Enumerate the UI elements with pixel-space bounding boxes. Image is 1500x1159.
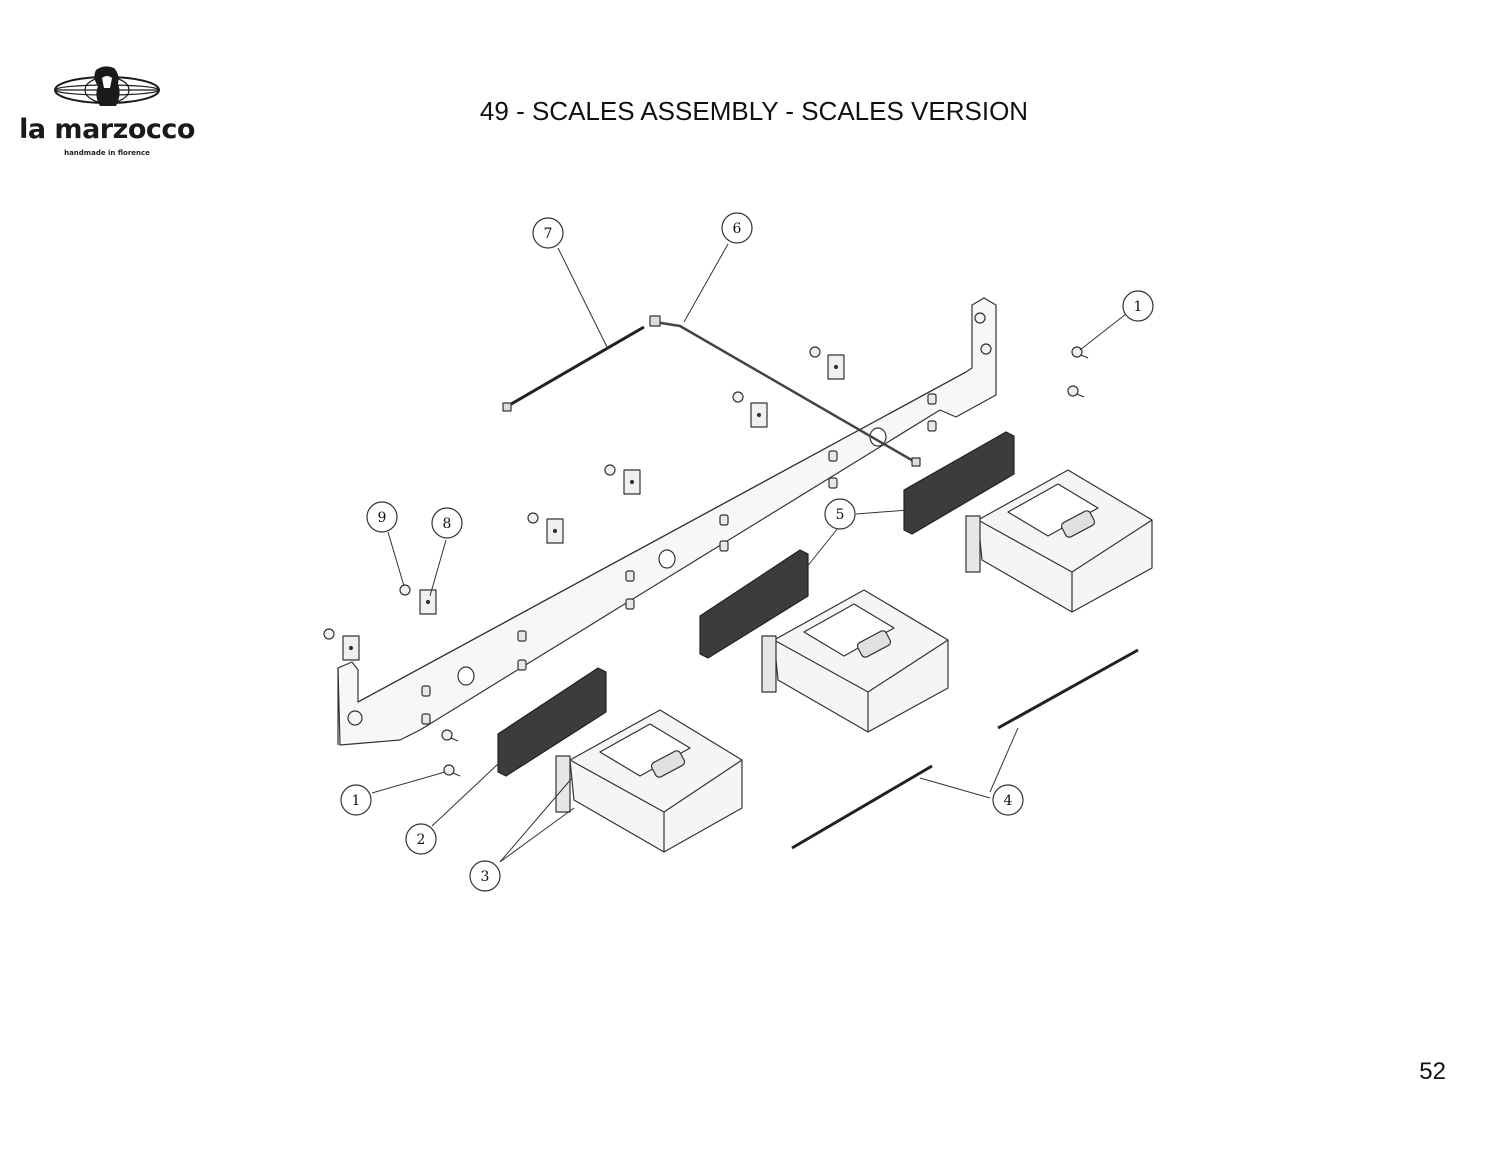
cable-part-6 [649, 315, 921, 467]
svg-text:2: 2 [417, 832, 426, 848]
page-title: 49 - SCALES ASSEMBLY - SCALES VERSION [479, 96, 1029, 126]
callout-6: 6 [721, 212, 753, 244]
svg-text:9: 9 [378, 510, 387, 526]
callout-9: 9 [366, 501, 398, 533]
lion-globe-emblem-icon [54, 66, 160, 106]
svg-text:7: 7 [544, 226, 553, 242]
callout-3: 3 [469, 860, 501, 892]
load-cell-box-rear [965, 469, 1153, 613]
callout-1a: 1 [1122, 290, 1154, 322]
callout-1b: 1 [340, 784, 372, 816]
leader-lines [371, 243, 1127, 863]
callout-4: 4 [992, 784, 1024, 816]
callout-7: 7 [532, 217, 564, 249]
svg-text:3: 3 [481, 869, 490, 885]
load-cell-box-front [555, 709, 743, 853]
scale-support-bracket [337, 297, 997, 746]
callout-8: 8 [431, 507, 463, 539]
svg-text:4: 4 [1004, 793, 1013, 809]
callout-5: 5 [824, 498, 856, 530]
logo-wordmark: la marzocco [19, 114, 195, 145]
rods-part-4 [791, 648, 1139, 850]
callout-2: 2 [405, 823, 437, 855]
svg-text:1: 1 [1134, 299, 1143, 315]
svg-text:8: 8 [443, 516, 452, 532]
la-marzocco-logo: la marzocco handmade in florence [14, 64, 200, 160]
svg-text:1: 1 [352, 793, 361, 809]
svg-text:5: 5 [836, 507, 845, 523]
svg-text:6: 6 [733, 221, 742, 237]
rod-part-7 [502, 325, 645, 412]
load-cell-box-middle [761, 589, 949, 733]
logo-tagline: handmade in florence [64, 149, 150, 157]
page-number: 52 [1419, 1058, 1446, 1085]
washer-screw-set [323, 346, 1089, 777]
gasket-plates [497, 431, 1015, 777]
